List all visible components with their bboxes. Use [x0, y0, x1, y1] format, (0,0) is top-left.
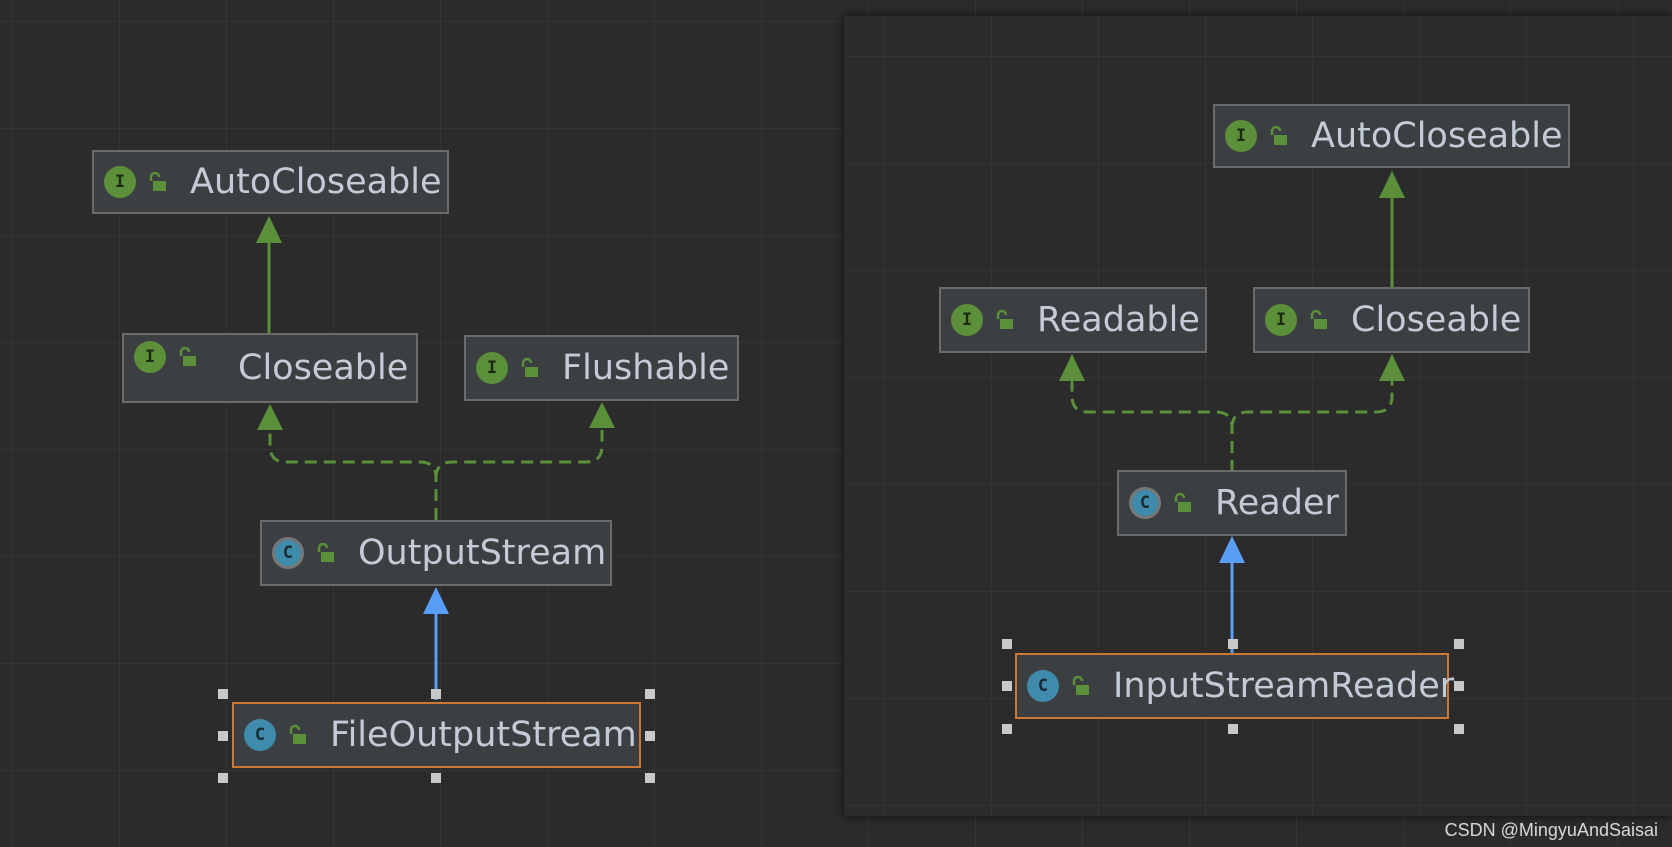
node-closeable-right[interactable]: I Closeable: [1253, 287, 1530, 353]
class-icon: C: [1027, 670, 1059, 702]
node-autocloseable[interactable]: I AutoCloseable: [92, 150, 449, 214]
node-label: Closeable: [238, 348, 409, 388]
node-readable[interactable]: I Readable: [939, 287, 1207, 353]
arrowhead: [589, 402, 615, 428]
unlock-icon: [289, 724, 306, 744]
interface-icon: I: [104, 166, 136, 198]
watermark: CSDN @MingyuAndSaisai: [1444, 820, 1658, 840]
interface-icon: I: [476, 352, 508, 384]
unlock-icon: [179, 346, 196, 366]
arrowhead: [257, 404, 283, 430]
resize-handle[interactable]: [1002, 639, 1012, 649]
edge-reader-readable: [1070, 381, 1234, 472]
arrowhead: [1379, 171, 1405, 198]
arrowhead: [1059, 354, 1085, 381]
resize-handle[interactable]: [431, 689, 441, 699]
unlock-icon: [1174, 492, 1191, 512]
node-label: AutoCloseable: [1311, 116, 1563, 156]
resize-handle[interactable]: [1002, 724, 1012, 734]
resize-handle[interactable]: [218, 689, 228, 699]
abstract-class-icon: C: [1129, 487, 1161, 519]
unlock-icon: [521, 357, 538, 377]
interface-icon: I: [134, 341, 166, 373]
edge-outputstream-closeable: [268, 430, 438, 520]
node-inputstreamreader[interactable]: C InputStreamReader: [1015, 653, 1454, 719]
arrowhead: [256, 216, 282, 243]
unlock-icon: [149, 171, 166, 191]
node-label: OutputStream: [358, 533, 607, 573]
node-autocloseable-right[interactable]: I AutoCloseable: [1213, 104, 1570, 168]
node-outputstream[interactable]: C OutputStream: [260, 520, 612, 586]
edge-reader-closeable: [1230, 381, 1394, 429]
node-label: FileOutputStream: [330, 715, 637, 755]
resize-handle[interactable]: [218, 731, 228, 741]
resize-handle[interactable]: [1454, 681, 1464, 691]
unlock-icon: [996, 309, 1013, 329]
resize-handle[interactable]: [218, 773, 228, 783]
class-icon: C: [244, 719, 276, 751]
node-label: InputStreamReader: [1113, 666, 1455, 706]
resize-handle[interactable]: [645, 731, 655, 741]
unlock-icon: [1072, 675, 1089, 695]
interface-icon: I: [1225, 120, 1257, 152]
resize-handle[interactable]: [1454, 639, 1464, 649]
resize-handle[interactable]: [1228, 724, 1238, 734]
node-flushable[interactable]: I Flushable: [464, 335, 739, 401]
resize-handle[interactable]: [1454, 724, 1464, 734]
arrowhead: [423, 587, 449, 614]
resize-handle[interactable]: [1002, 681, 1012, 691]
edge-outputstream-flushable: [434, 430, 604, 479]
arrowhead: [1219, 536, 1245, 563]
node-label: Reader: [1215, 483, 1339, 523]
resize-handle[interactable]: [645, 773, 655, 783]
node-reader[interactable]: C Reader: [1117, 470, 1347, 536]
abstract-class-icon: C: [272, 537, 304, 569]
node-fileoutputstream[interactable]: C FileOutputStream: [232, 702, 641, 768]
unlock-icon: [1270, 125, 1287, 145]
node-closeable[interactable]: I Closeable: [122, 333, 418, 403]
node-label: Closeable: [1351, 300, 1522, 340]
interface-icon: I: [1265, 304, 1297, 336]
unlock-icon: [317, 542, 334, 562]
node-label: Flushable: [562, 348, 730, 388]
resize-handle[interactable]: [431, 773, 441, 783]
resize-handle[interactable]: [1228, 639, 1238, 649]
resize-handle[interactable]: [645, 689, 655, 699]
node-label: AutoCloseable: [190, 162, 442, 202]
arrowhead: [1379, 354, 1405, 381]
unlock-icon: [1310, 309, 1327, 329]
node-label: Readable: [1037, 300, 1200, 340]
interface-icon: I: [951, 304, 983, 336]
